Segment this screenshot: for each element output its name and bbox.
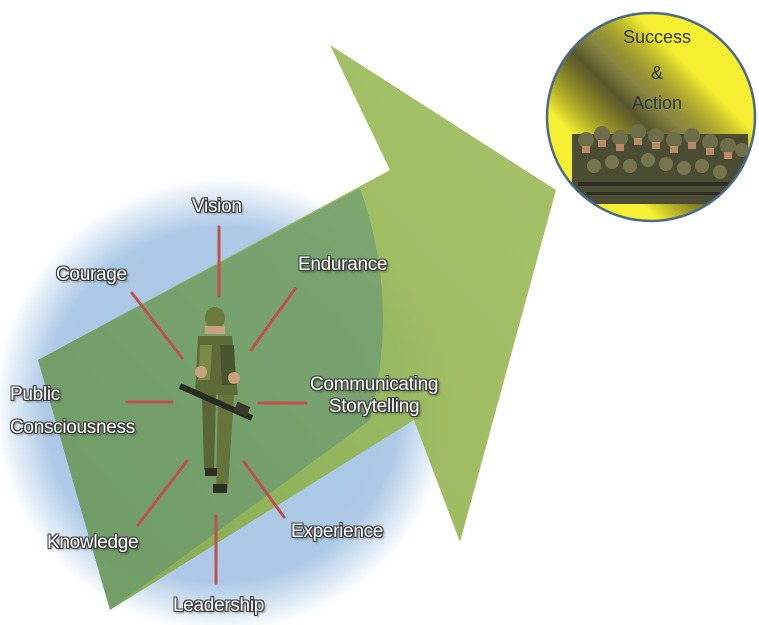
label-vision: Vision <box>192 196 242 217</box>
label-endurance: Endurance <box>298 254 388 275</box>
goal-text-success: Success <box>622 27 692 47</box>
label-communicating-storytelling: Communicating Storytelling <box>310 374 439 417</box>
spoke-experience <box>242 460 286 519</box>
label-knowledge: Knowledge <box>47 532 139 553</box>
spoke-courage <box>130 291 184 360</box>
label-experience: Experience <box>291 521 384 542</box>
spoke-lines <box>125 225 308 585</box>
spoke-endurance <box>249 287 297 352</box>
goal-text-action: Action <box>631 93 683 113</box>
soldier-figure <box>178 307 254 493</box>
label-courage: Courage <box>56 264 127 285</box>
troops-image <box>572 124 749 204</box>
goal-circle <box>545 11 757 223</box>
goal-text-ampersand: & <box>650 63 663 83</box>
spoke-knowledge <box>136 459 189 527</box>
label-leadership: Leadership <box>173 595 265 616</box>
label-public-consciousness: Public Consciousness <box>10 384 135 438</box>
